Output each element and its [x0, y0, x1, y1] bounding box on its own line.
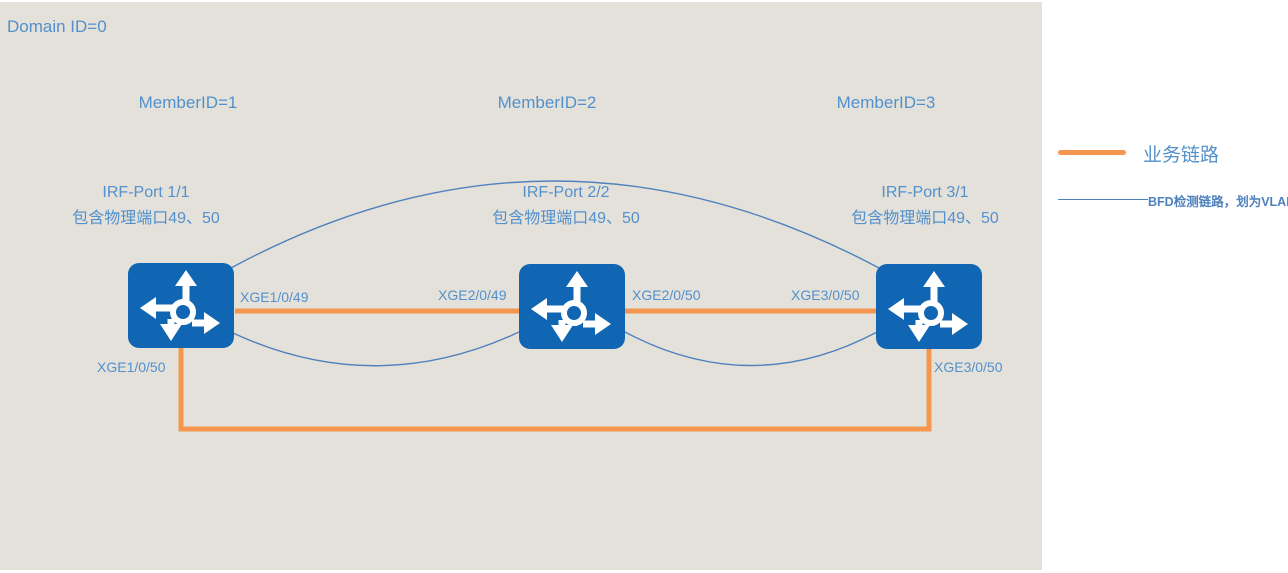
- port-label-xge3-0-50-top: XGE3/0/50: [791, 287, 860, 303]
- irf-port-name: IRF-Port 1/1: [102, 184, 190, 201]
- member-label-2: MemberID=2: [497, 93, 597, 112]
- legend-bfd-link-sample-line: [1058, 199, 1148, 200]
- legend: 业务链路 BFD检测链路，划为VLAN3: [1042, 0, 1288, 573]
- irf-port-label-1: IRF-Port 1/1 包含物理端口49、50: [72, 180, 220, 232]
- port-label-xge2-0-49: XGE2/0/49: [438, 287, 507, 303]
- port-label-xge1-0-50: XGE1/0/50: [97, 359, 166, 375]
- member-label-1: MemberID=1: [138, 93, 238, 112]
- bfd-link-sw2-sw3-curve: [624, 331, 878, 367]
- switch-icon: [128, 263, 234, 348]
- irf-port-name: IRF-Port 2/2: [522, 184, 610, 201]
- legend-service-link-sample-line: [1058, 150, 1126, 155]
- irf-port-name: IRF-Port 3/1: [881, 184, 969, 201]
- bfd-link-sw1-sw2-curve: [232, 331, 520, 367]
- port-label-xge2-0-50: XGE2/0/50: [632, 287, 701, 303]
- member-label-3: MemberID=3: [836, 93, 936, 112]
- irf-port-members: 包含物理端口49、50: [72, 210, 220, 227]
- domain-label: Domain ID=0: [7, 17, 107, 36]
- switch-icon: [876, 264, 982, 349]
- switch-node-1: [128, 263, 234, 348]
- port-label-xge3-0-50-bottom: XGE3/0/50: [934, 359, 1003, 375]
- legend-service-link-label: 业务链路: [1143, 145, 1220, 166]
- irf-port-members: 包含物理端口49、50: [492, 210, 640, 227]
- port-label-xge1-0-49: XGE1/0/49: [240, 289, 309, 305]
- switch-icon: [519, 264, 625, 349]
- switch-node-3: [876, 264, 982, 349]
- irf-port-label-2: IRF-Port 2/2 包含物理端口49、50: [492, 180, 640, 232]
- link-lines-layer: [178, 180, 932, 432]
- service-link-sw1-sw3-bottom: [178, 348, 932, 432]
- bfd-link-sw1-sw3-arc: [230, 180, 880, 269]
- legend-bfd-link-label: BFD检测链路，划为VLAN3: [1148, 195, 1288, 209]
- irf-port-label-3: IRF-Port 3/1 包含物理端口49、50: [851, 180, 999, 232]
- diagram-canvas: Domain ID=0 MemberID=1 MemberID=2 Member…: [0, 2, 1042, 570]
- switch-node-2: [519, 264, 625, 349]
- irf-port-members: 包含物理端口49、50: [851, 210, 999, 227]
